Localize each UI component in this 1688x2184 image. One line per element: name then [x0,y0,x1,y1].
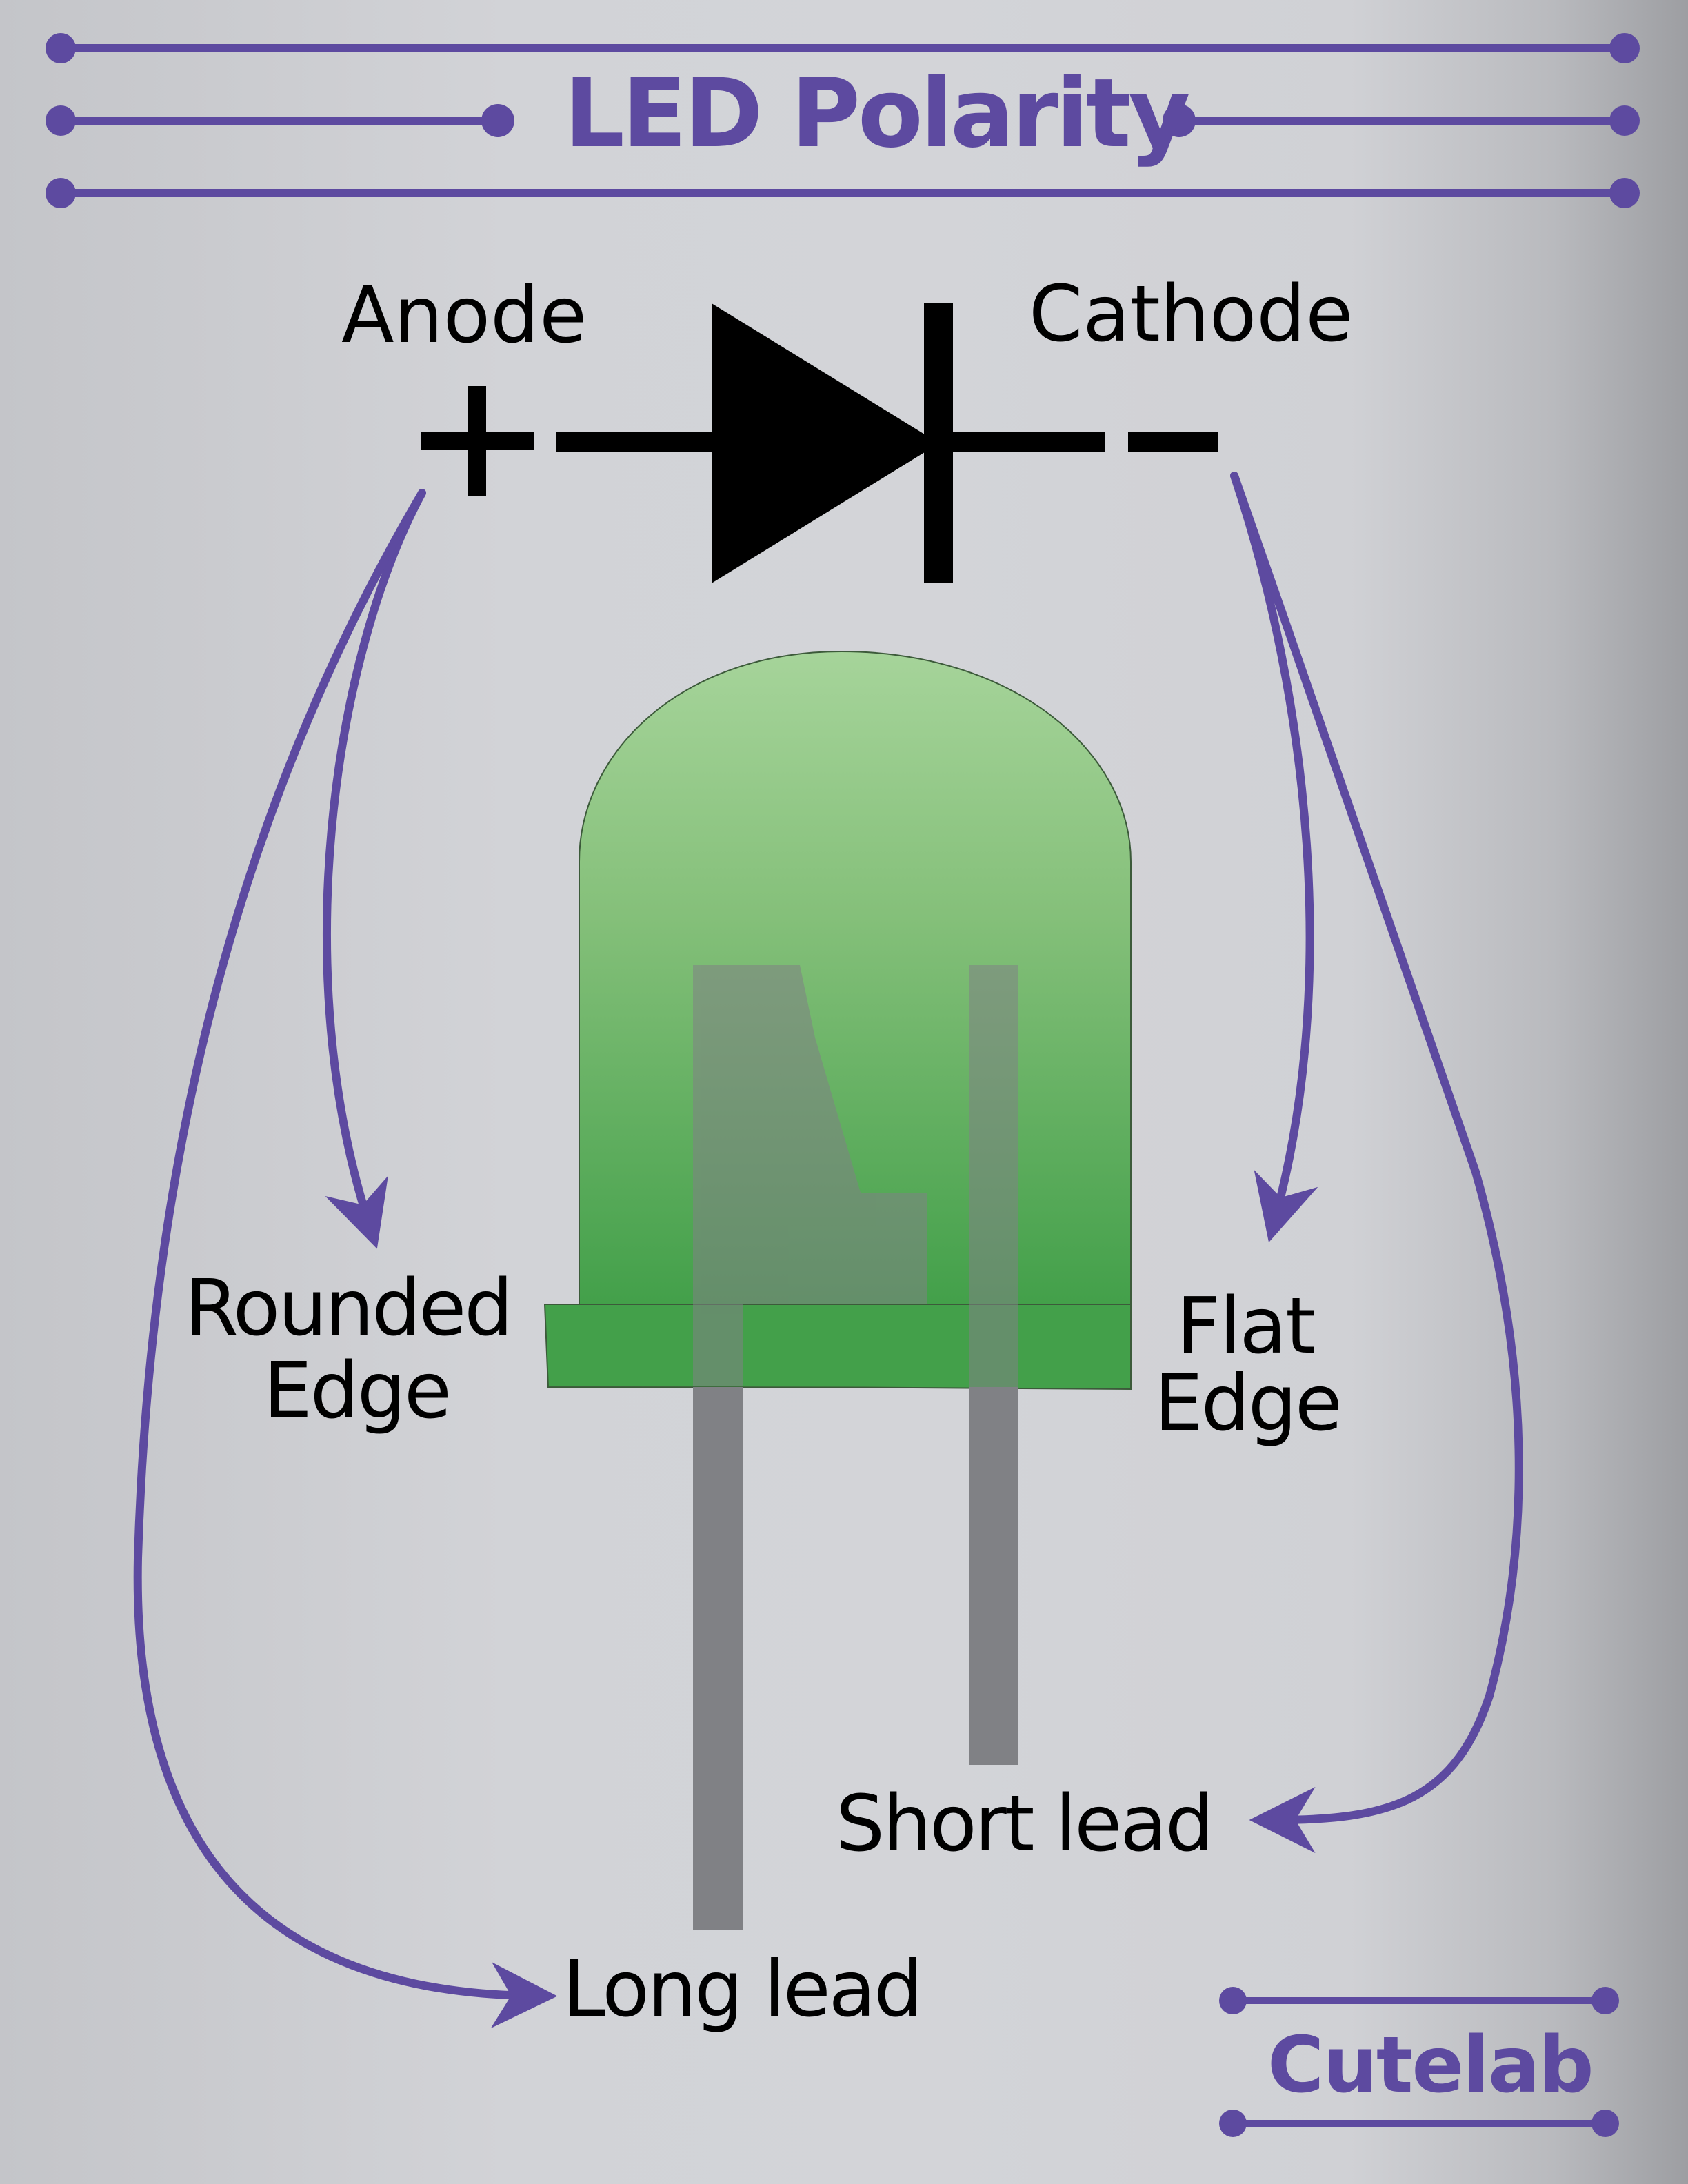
flat-edge-label-line1: Flat [1176,1282,1316,1371]
brand-logo-text: Cutelab [1267,2021,1594,2110]
plus-sign-vertical [468,386,486,496]
rounded-edge-label-line1: Rounded [185,1264,513,1353]
anode-lead-wire [693,1387,743,1930]
trace-dot [481,104,514,137]
cathode-lead-wire [969,1387,1018,1765]
trace-dot [46,178,76,208]
minus-sign [1128,432,1218,452]
arrows [133,472,1523,2029]
trace-dot [1609,178,1640,208]
short-lead-label: Short lead [836,1779,1214,1869]
trace-dot [1591,2110,1619,2137]
trace-dot [1591,1987,1619,2014]
arrow-anode-to-rounded-edge [323,489,426,1249]
diode-symbol [421,303,1218,583]
brand-traces [1219,1987,1619,2137]
diode-triangle [712,303,939,583]
led [543,650,1132,1930]
arrow-cathode-to-short-lead [1230,472,1523,1853]
rounded-edge-label-line2: Edge [263,1346,452,1436]
trace-dot [1163,104,1196,137]
led-rim [543,1304,1132,1391]
anode-lead [693,965,927,1386]
trace-dot [1609,33,1640,63]
title-traces [46,33,1640,208]
trace-dot [1219,1987,1247,2014]
long-lead-label: Long lead [563,1945,923,2034]
trace-dot [1219,2110,1247,2137]
anode-label: Anode [341,271,587,361]
arrow-anode-to-long-lead [133,489,558,2029]
diode-wire-left [556,432,714,452]
trace-dot [1609,105,1640,136]
cathode-label: Cathode [1029,270,1354,359]
trace-dot [46,33,76,63]
trace-dot [46,105,76,136]
flat-edge-label-line2: Edge [1154,1359,1343,1448]
cathode-lead [969,965,1018,1387]
diode-wire-right [939,432,1105,452]
page-title: LED Polarity [564,58,1190,169]
arrow-cathode-to-flat-edge [1230,472,1318,1243]
